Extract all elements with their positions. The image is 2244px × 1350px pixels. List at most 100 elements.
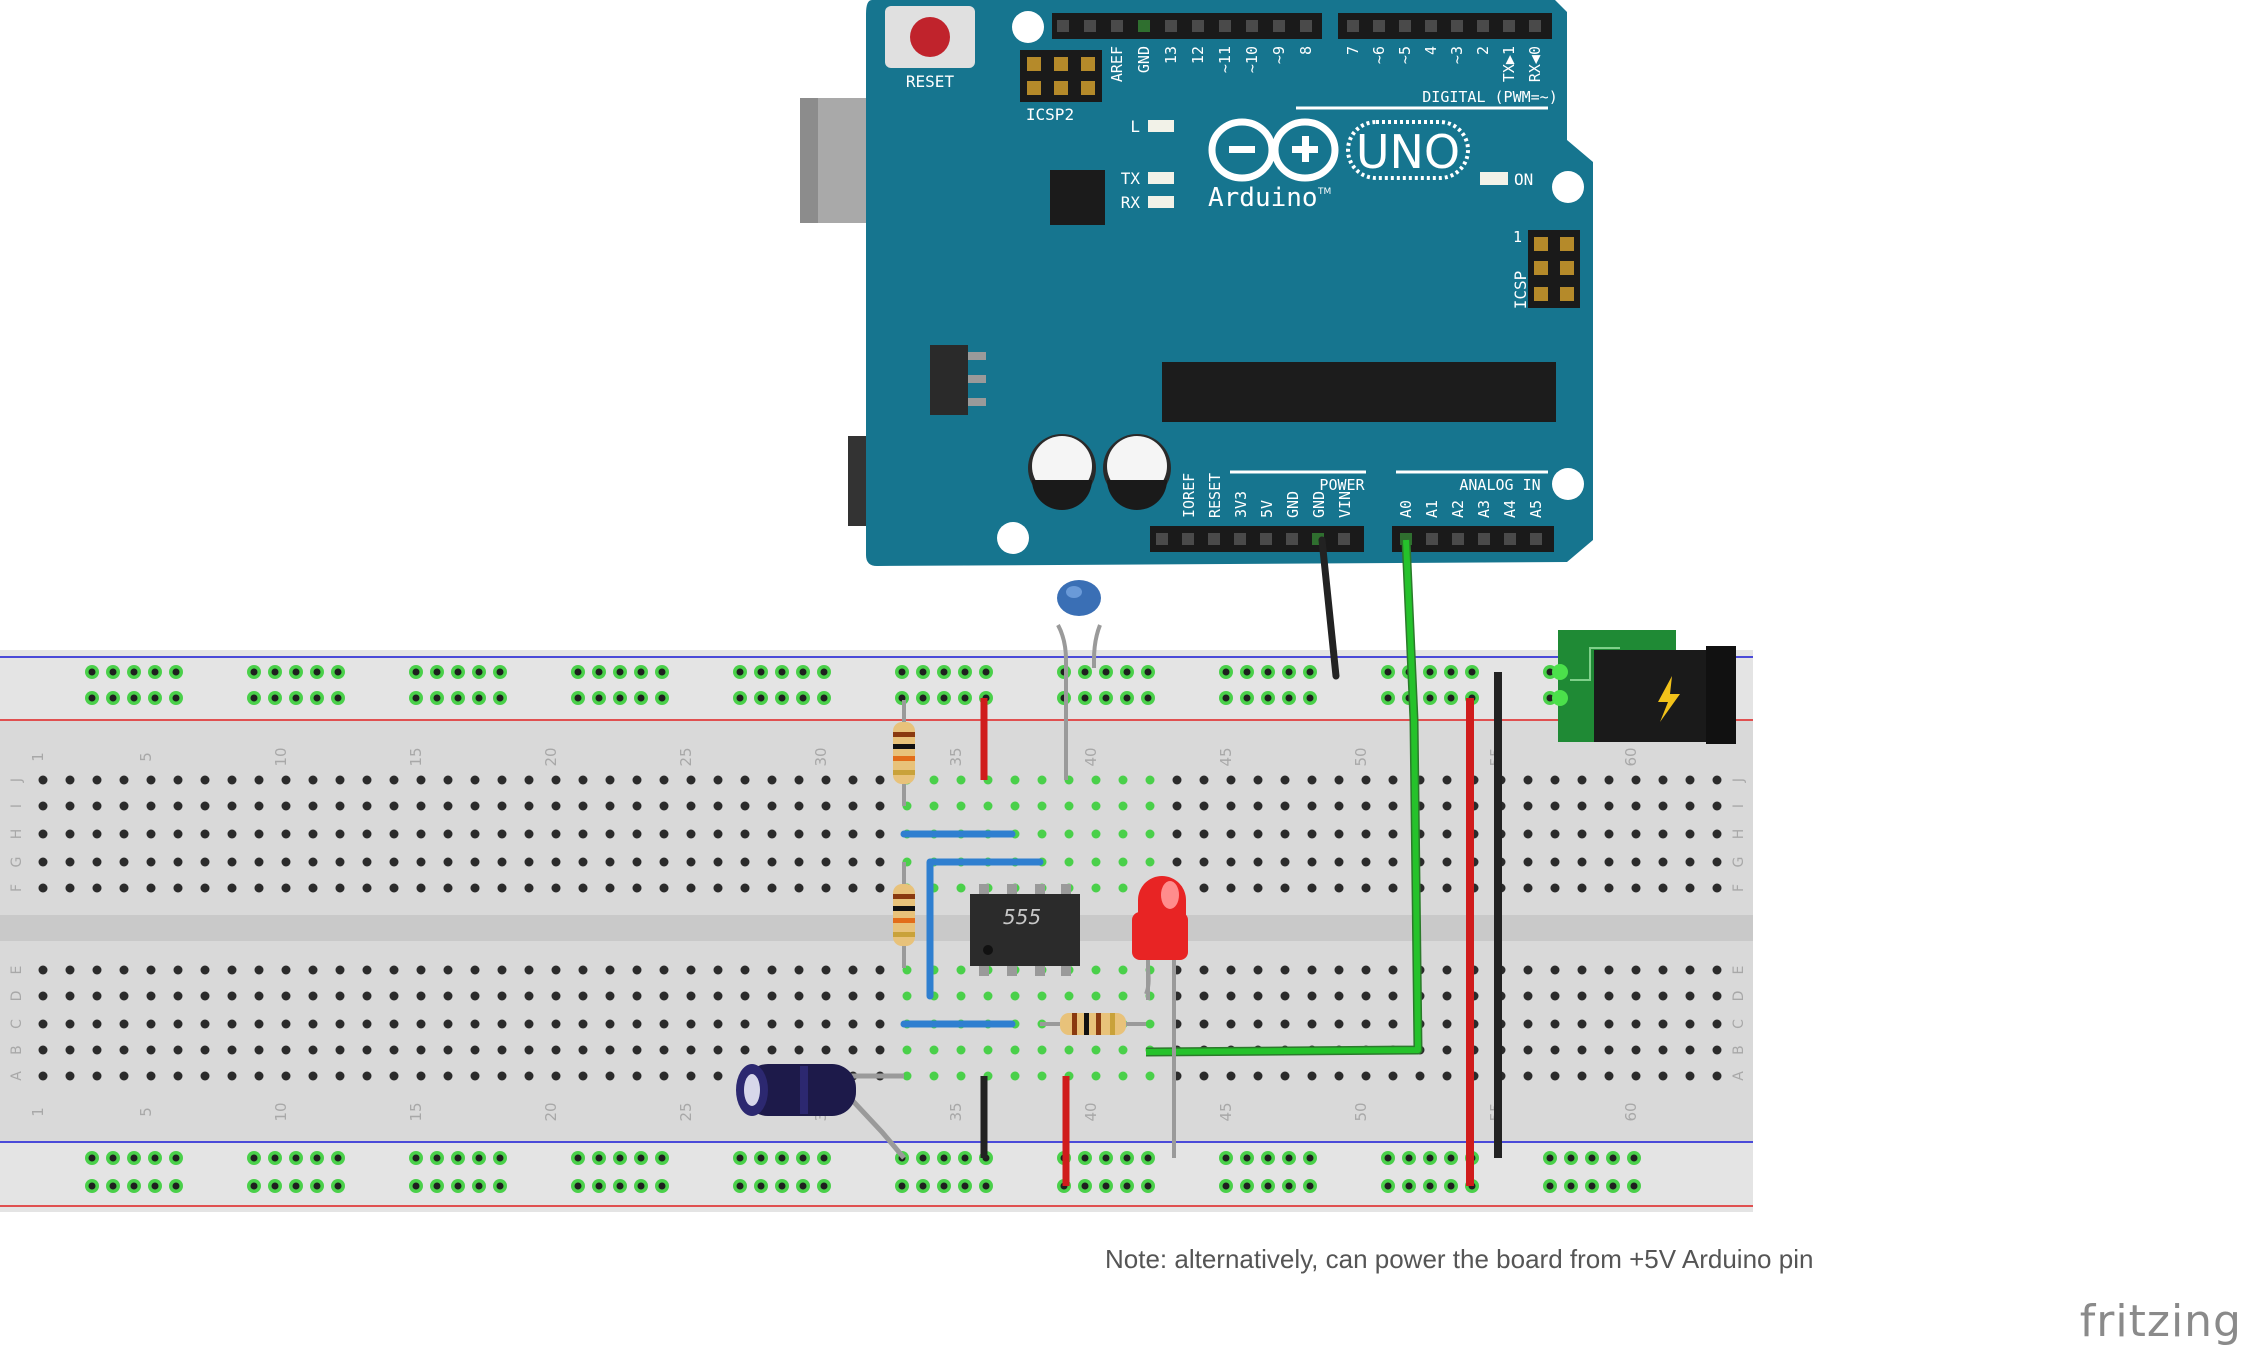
rail-hole [1405,1182,1413,1190]
rail-hole [1123,1154,1131,1162]
breadboard-hole [1226,857,1236,867]
rail-hole [1264,694,1272,702]
breadboard-hole [1442,801,1452,811]
breadboard-hole [1631,965,1641,975]
breadboard-hole [1118,965,1128,975]
breadboard-hole [767,801,777,811]
breadboard-hole [551,965,561,975]
rail-hole [496,1182,504,1190]
rail-hole [898,668,906,676]
rail-hole [1102,668,1110,676]
rail-hole [292,668,300,676]
breadboard-hole [1712,1045,1722,1055]
breadboard-hole [497,857,507,867]
breadboard-hole [416,857,426,867]
breadboard-hole [1658,883,1668,893]
breadboard-hole [1118,801,1128,811]
breadboard-hole [308,775,318,785]
breadboard-hole [335,1045,345,1055]
breadboard-hole [605,991,615,1001]
breadboard-hole [1307,857,1317,867]
row-letter: G [1731,857,1747,868]
breadboard-hole [1442,883,1452,893]
breadboard-hole [1442,1045,1452,1055]
row-letter: J [9,778,25,783]
breadboard-hole [767,883,777,893]
breadboard-hole [875,1045,885,1055]
breadboard-hole [146,1045,156,1055]
breadboard-hole [173,965,183,975]
breadboard-hole [227,965,237,975]
row-letter: C [9,1019,25,1029]
breadboard-hole [1442,1071,1452,1081]
reset-button[interactable] [910,17,950,57]
breadboard-hole [308,991,318,1001]
row-letter: H [9,829,25,840]
rail-hole [313,694,321,702]
breadboard-hole [1091,965,1101,975]
breadboard-hole [92,965,102,975]
footer-note: Note: alternatively, can power the board… [1105,1244,1814,1274]
breadboard-hole [65,1071,75,1081]
led-tx [1148,172,1174,184]
breadboard-hole [524,801,534,811]
breadboard-hole [362,1045,372,1055]
breadboard-hole [713,883,723,893]
mount-hole-bottom-left [997,522,1029,554]
breadboard-hole [1280,883,1290,893]
ceramic-capacitor [1056,580,1102,780]
rail-hole [658,1182,666,1190]
breadboard-hole [713,1019,723,1029]
breadboard-hole [1226,1071,1236,1081]
breadboard-hole [1253,857,1263,867]
breadboard-hole [1712,1071,1722,1081]
column-number: 40 [1082,747,1100,766]
rail-hole [961,668,969,676]
breadboard-hole [1550,965,1560,975]
rail-hole [1102,694,1110,702]
breadboard-hole [740,857,750,867]
breadboard-hole [1685,857,1695,867]
breadboard-hole [821,857,831,867]
jack-pcb-trace [1570,647,1620,681]
breadboard-hole [1118,857,1128,867]
breadboard-hole [1604,829,1614,839]
icsp2-pin [1027,81,1041,95]
icsp2-pin [1081,57,1095,71]
led-red [1132,876,1188,1158]
breadboard-hole [632,1071,642,1081]
breadboard-hole [551,1071,561,1081]
header-pin [1503,20,1515,32]
breadboard-hole [173,857,183,867]
row-letter: I [1731,804,1747,808]
breadboard-hole [443,1071,453,1081]
breadboard-hole [1712,775,1722,785]
breadboard-hole [362,883,372,893]
breadboard-hole [470,1019,480,1029]
led-tx-label: TX [1121,169,1141,188]
icsp-pin [1560,261,1574,275]
breadboard-hole [227,857,237,867]
breadboard-hole [1685,883,1695,893]
header-pin [1451,20,1463,32]
breadboard-hole [1685,1045,1695,1055]
breadboard-hole [1523,775,1533,785]
rail-hole [250,1182,258,1190]
breadboard-hole [254,829,264,839]
breadboard-hole [362,829,372,839]
breadboard-hole [200,829,210,839]
breadboard-hole [1523,1071,1533,1081]
breadboard-hole [983,801,993,811]
breadboard-hole [1172,775,1182,785]
breadboard-hole [281,857,291,867]
row-letter: F [1731,884,1747,892]
breadboard-hole [1685,991,1695,1001]
breadboard-hole [605,1071,615,1081]
rail-hole [898,694,906,702]
resistor-led [1040,1013,1146,1035]
breadboard-hole [1604,883,1614,893]
arduino-pcb [866,0,1593,566]
breadboard-hole [1604,775,1614,785]
digital-pin-label: AREF [1108,46,1126,82]
rail-hole [151,668,159,676]
